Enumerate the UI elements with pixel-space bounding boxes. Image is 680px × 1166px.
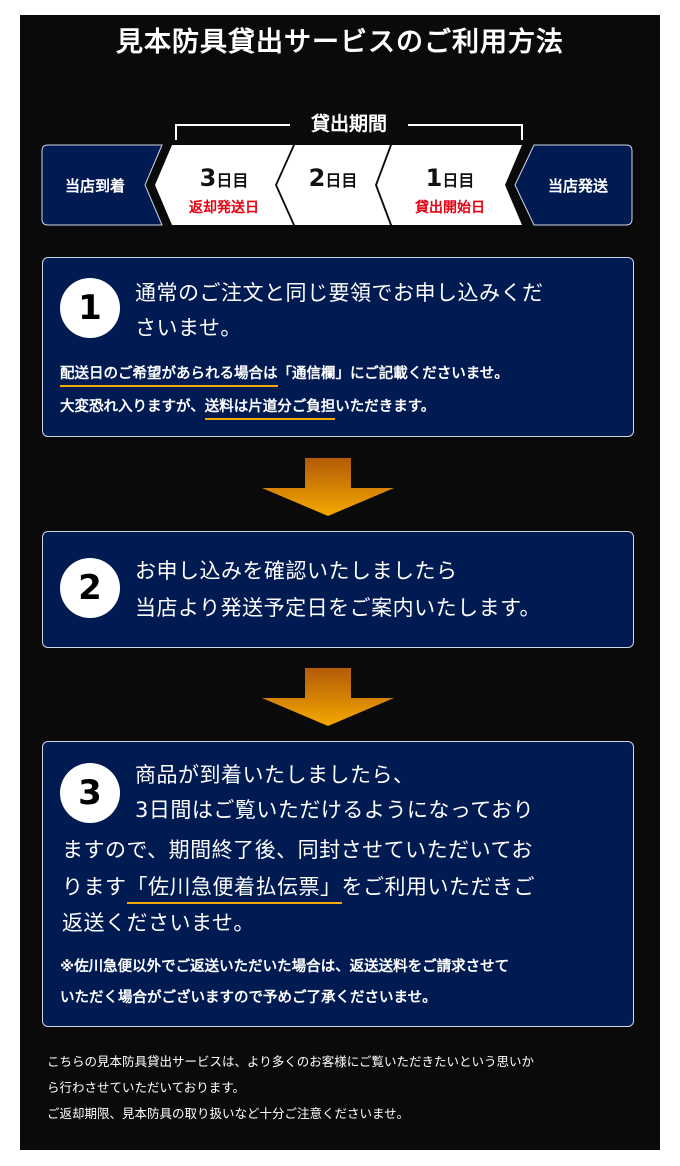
down-arrow-icon bbox=[262, 458, 394, 516]
step-1-note: 配送日のご希望があられる場合は「通信欄」にご記載くださいませ。 bbox=[60, 362, 509, 387]
step-1-box bbox=[42, 257, 634, 437]
step-3-note: いただく場合がございますので予めご了承くださいませ。 bbox=[60, 990, 437, 1006]
step-2-line: お申し込みを確認いたしましたら bbox=[135, 559, 458, 583]
down-arrow-icon bbox=[262, 668, 394, 726]
timeline-graphic bbox=[41, 124, 633, 226]
day3-label: 3日目 bbox=[199, 164, 249, 192]
day1-cell bbox=[377, 145, 522, 225]
step-3-box bbox=[42, 741, 634, 1027]
step-2-box bbox=[42, 531, 634, 648]
day2-cell bbox=[277, 145, 390, 225]
day3-cell bbox=[155, 145, 293, 225]
step-3-line: 商品が到着いたしましたら、 bbox=[135, 763, 415, 787]
shipping-label: 当店発送 bbox=[547, 177, 608, 195]
step-3-line: ますので、期間終了後、同封させていただいてお bbox=[62, 838, 533, 862]
step-3-line: 返送くださいませ。 bbox=[62, 911, 255, 935]
rental-start-day: 貸出開始日 bbox=[415, 200, 485, 216]
period-label: 貸出期間 bbox=[310, 113, 387, 135]
footer-text: こちらの見本防具貸出サービスは、より多くのお客様にご覧いただきたいという思いか bbox=[47, 1054, 535, 1069]
footer-text: ら行わさせていただいております。 bbox=[47, 1080, 246, 1095]
step-3-note: ※佐川急便以外でご返送いただいた場合は、返送送料をご請求させて bbox=[60, 959, 510, 975]
bracket-right bbox=[408, 124, 523, 140]
shipping-box bbox=[514, 144, 633, 226]
step-1-number: 1 bbox=[60, 278, 120, 338]
arrival-label: 当店到着 bbox=[64, 177, 125, 195]
step-3-number: 3 bbox=[60, 763, 120, 823]
footer-text: ご返却期限、見本防具の取り扱いなど十分ご注意くださいませ。 bbox=[47, 1106, 410, 1121]
day2-label: 2日目 bbox=[308, 164, 358, 192]
step-3-line: ります「佐川急便着払伝票」をご利用いただきご bbox=[62, 871, 535, 904]
step-2-number: 2 bbox=[60, 558, 120, 618]
day1-label: 1日目 bbox=[425, 164, 475, 192]
arrival-box bbox=[41, 144, 163, 226]
return-ship-day: 返却発送日 bbox=[189, 200, 259, 216]
step-1-line: さいませ。 bbox=[135, 316, 242, 340]
step-3-line: 3日間はご覧いただけるようになっており bbox=[135, 798, 535, 822]
step-1-line: 通常のご注文と同じ要領でお申し込みくだ bbox=[135, 281, 544, 305]
step-2-line: 当店より発送予定日をご案内いたします。 bbox=[135, 596, 541, 620]
step-1-note: 大変恐れ入りますが、送料は片道分ご負担いただきます。 bbox=[60, 395, 435, 420]
bracket-left bbox=[175, 124, 290, 140]
page-title: 見本防具貸出サービスのご利用方法 bbox=[116, 27, 564, 58]
